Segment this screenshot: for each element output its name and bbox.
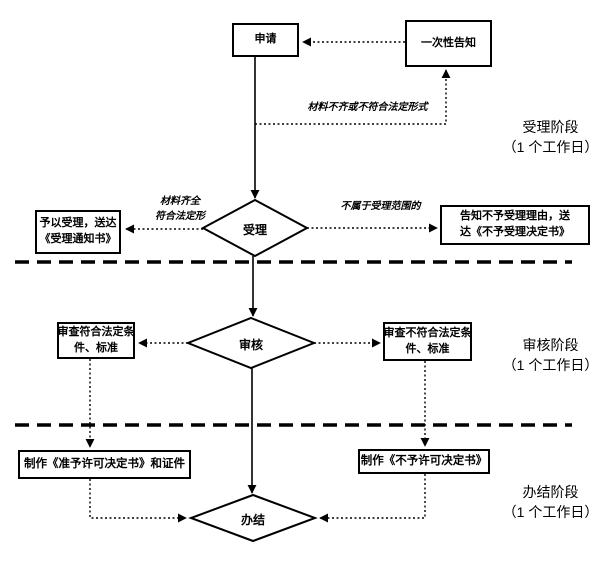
make-permit-label: 制作《准予许可决定书》和证件	[24, 458, 185, 471]
dotted-connectors	[85, 37, 451, 523]
stage-finish-name: 办结阶段	[522, 484, 579, 500]
edge-denial-to-finish	[319, 474, 426, 523]
notify-reject-line1: 告知不予受理理由，送	[460, 210, 570, 223]
note-materials-complete: 材料齐全 符合法定形	[138, 194, 222, 224]
solid-connectors	[247, 57, 260, 494]
note-out-of-scope: 不属于受理范围的	[340, 201, 421, 212]
edge-permit-to-finish	[89, 479, 187, 523]
review-fail-box: 审查不符合法定条 件、标准	[383, 322, 472, 361]
stage-dividers	[15, 260, 572, 427]
stage-label-accept: 受理阶段 （1 个工作日）	[498, 117, 603, 157]
finish-diamond	[188, 493, 318, 543]
stage-review-name: 审核阶段	[522, 337, 579, 353]
note-materials-incomplete: 材料不齐或不符合法定形式	[307, 102, 428, 113]
one-time-notice-box: 一次性告知	[405, 20, 492, 67]
review-fail-line2: 件、标准	[405, 342, 450, 355]
stage-review-duration: （1 个工作日）	[502, 357, 599, 373]
make-permit-box: 制作《准予许可决定书》和证件	[18, 450, 191, 479]
stage-label-finish: 办结阶段 （1 个工作日）	[498, 482, 603, 522]
notify-reject-line2: 达《不予受理决定书》	[460, 226, 570, 238]
review-diamond	[185, 316, 317, 370]
note-materials-complete-line1: 材料齐全	[160, 196, 200, 207]
make-denial-label: 制作《不予许可决定书》	[360, 455, 488, 468]
make-denial-box: 制作《不予许可决定书》	[358, 449, 490, 474]
review-pass-line2: 件、标准	[74, 341, 118, 354]
review-diamond-label: 审核	[238, 338, 263, 352]
stage-accept-duration: （1 个工作日）	[502, 139, 599, 155]
stage-accept-name: 受理阶段	[522, 119, 579, 135]
one-time-notice-label: 一次性告知	[421, 36, 476, 49]
apply-label: 申请	[254, 33, 277, 46]
grant-accept-line2: 《受理通知书》	[39, 233, 117, 245]
accept-diamond	[200, 198, 310, 258]
apply-box: 申请	[232, 23, 299, 57]
accept-diamond-label: 受理	[242, 223, 267, 237]
grant-accept-box: 予以受理，送达 《受理通知书》	[35, 210, 121, 254]
stage-finish-duration: （1 个工作日）	[502, 504, 599, 520]
review-pass-box: 审查符合法定条 件、标准	[57, 322, 135, 359]
notify-reject-box: 告知不予受理理由，送 达《不予受理决定书》	[440, 205, 590, 245]
edge-feedback-to-notice	[255, 69, 451, 125]
review-fail-line1: 审查不符合法定条	[383, 326, 472, 339]
review-pass-line1: 审查符合法定条	[57, 325, 135, 338]
grant-accept-line1: 予以受理，送达	[39, 217, 117, 230]
finish-diamond-label: 办结	[240, 513, 265, 527]
decision-diamonds	[185, 198, 318, 543]
note-materials-complete-line2: 符合法定形	[155, 211, 205, 222]
stage-label-review: 审核阶段 （1 个工作日）	[498, 335, 603, 375]
